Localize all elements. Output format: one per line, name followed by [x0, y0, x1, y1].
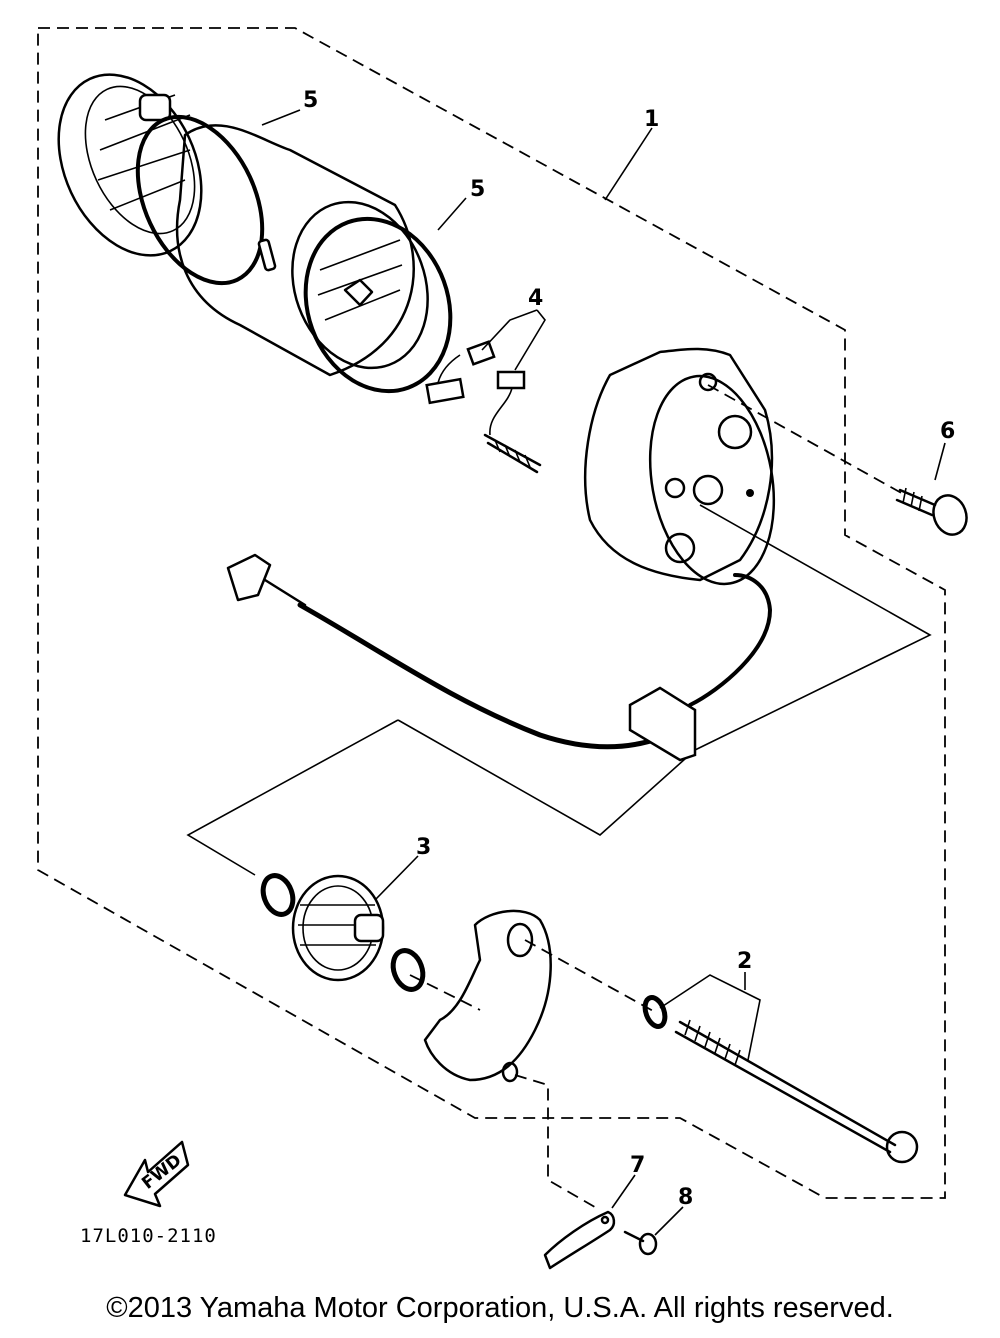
leader-plate — [514, 1074, 601, 1211]
callout-5-front: 5 — [470, 177, 485, 202]
leader-2 — [659, 972, 761, 1061]
leader-washer — [409, 974, 481, 1011]
leader-7 — [611, 1174, 636, 1209]
bracket — [423, 909, 552, 1083]
motor-yoke — [57, 73, 453, 394]
cable-guide-upper — [694, 504, 932, 751]
callout-7: 7 — [630, 1153, 645, 1178]
assembly-boundary — [37, 27, 946, 1199]
bolt-6 — [895, 487, 968, 536]
leader-5a — [261, 109, 301, 126]
callout-3: 3 — [416, 835, 431, 860]
leader-5b — [437, 197, 467, 231]
callout-4: 4 — [528, 286, 543, 311]
idler-gear — [260, 873, 426, 992]
leader-bolt6 — [707, 384, 906, 496]
long-bolt — [642, 995, 919, 1164]
leader-1 — [604, 127, 653, 201]
fwd-arrow: FWD — [123, 1140, 190, 1208]
lead-wire — [226, 553, 772, 762]
part-code: 17L010-2110 — [80, 1225, 217, 1247]
callout-8: 8 — [678, 1185, 693, 1210]
brush-set — [425, 340, 542, 474]
leader-8 — [654, 1206, 684, 1236]
plate-and-screw — [543, 1210, 658, 1270]
cable-guide-lower — [186, 719, 696, 876]
copyright-notice: ©2013 Yamaha Motor Corporation, U.S.A. A… — [106, 1292, 894, 1324]
callout-1: 1 — [644, 107, 659, 132]
starter-motor-exploded-diagram: FWD 1 2 3 4 5 5 6 7 8 17L010-2110 — [37, 27, 968, 1270]
leader-long-bolt — [524, 939, 656, 1013]
callout-6: 6 — [940, 419, 955, 444]
callout-2: 2 — [737, 949, 752, 974]
leader-6 — [934, 442, 946, 481]
leader-3 — [374, 855, 419, 901]
leader-4 — [481, 309, 546, 371]
callout-5-rear: 5 — [303, 88, 318, 113]
front-cover — [584, 347, 776, 586]
